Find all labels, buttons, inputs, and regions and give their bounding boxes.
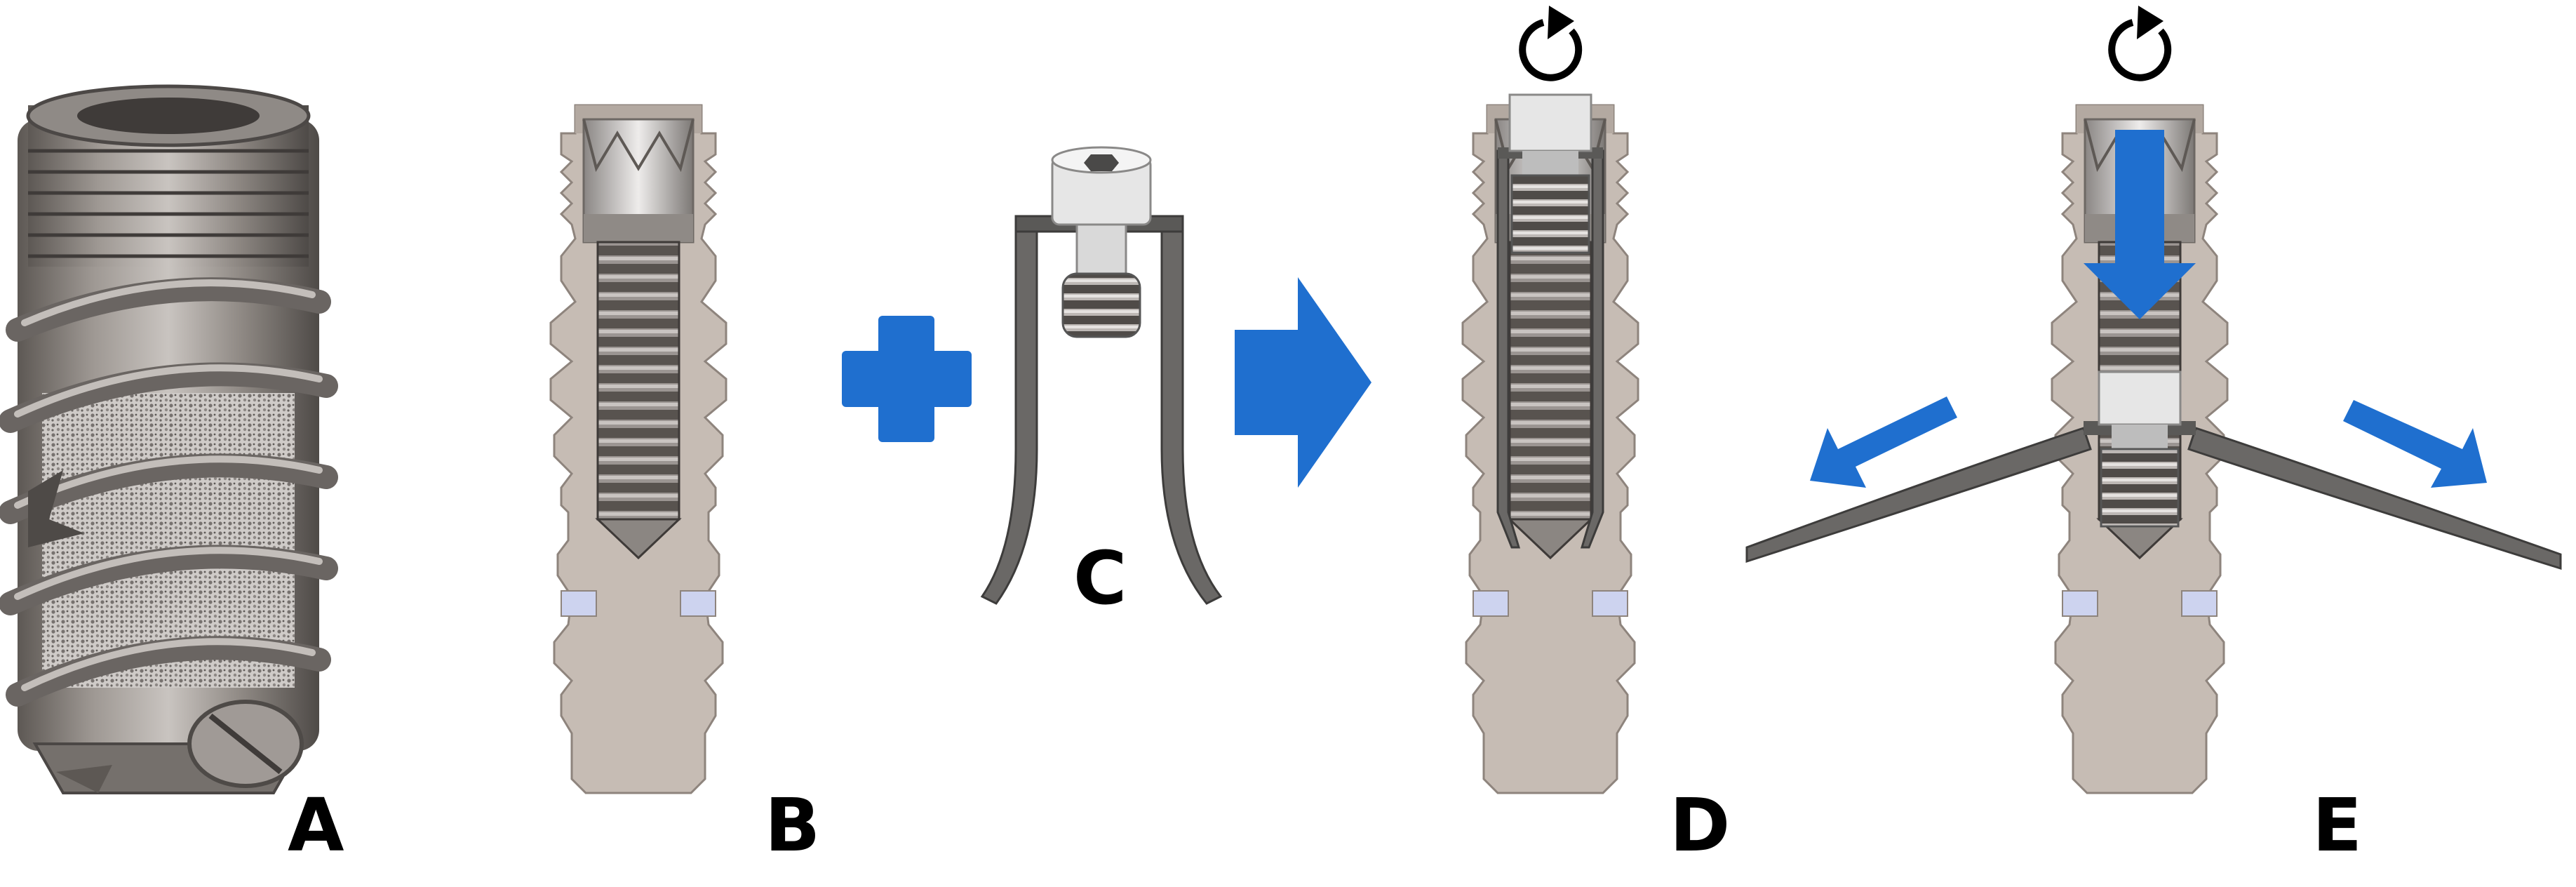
spread-arrow-icon	[1810, 396, 2487, 488]
implant-3d-view	[0, 84, 338, 794]
spring-clip-with-screw	[980, 146, 1223, 605]
panel-label-d: D	[1670, 782, 1730, 868]
implant-cross-section-d	[1461, 93, 1639, 794]
panel-label-a: A	[288, 782, 344, 868]
panel-label-c: C	[1073, 535, 1127, 621]
rotation-arrow-icon	[2108, 6, 2172, 81]
implant-cross-section-b	[549, 104, 727, 794]
rotation-arrow-icon	[1519, 6, 1583, 81]
right-arrow-icon	[1235, 277, 1371, 488]
plus-icon	[842, 316, 972, 442]
implant-cross-section-e	[1745, 104, 2562, 794]
panel-label-e: E	[2312, 782, 2362, 868]
panel-label-b: B	[765, 782, 820, 868]
push-down-arrow-icon	[2084, 130, 2196, 319]
